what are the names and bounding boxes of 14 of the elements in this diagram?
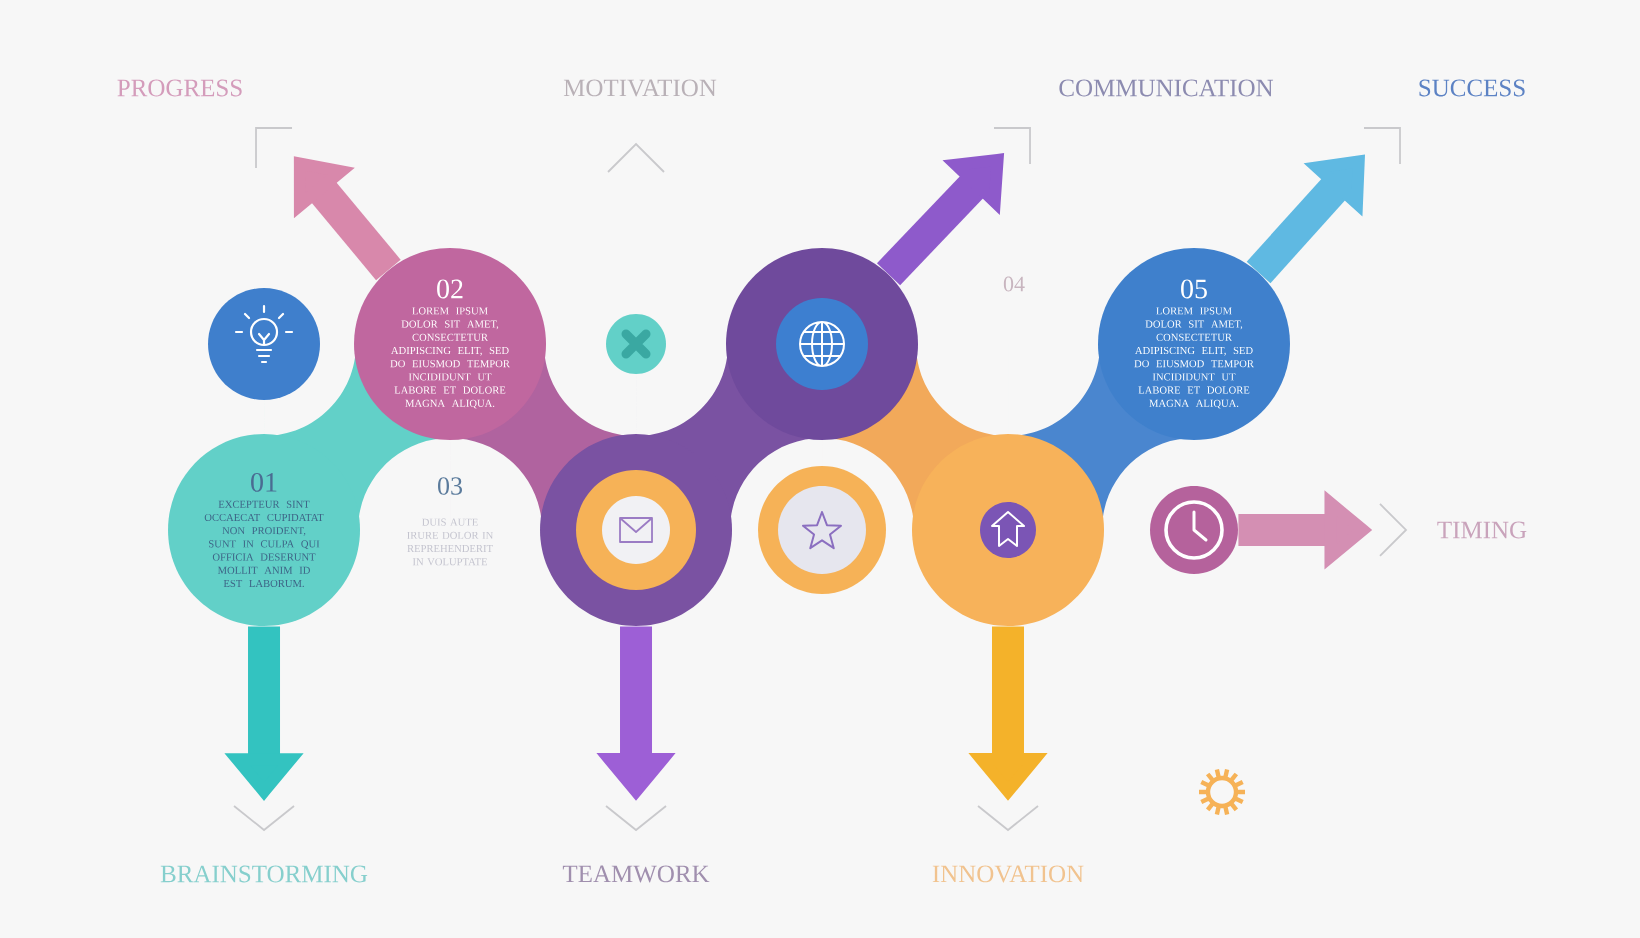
icon-circle: [208, 288, 320, 400]
heading: BRAINSTORMING: [160, 865, 368, 883]
icon-circle: [606, 314, 666, 374]
icon-circle: [1150, 486, 1238, 574]
heading: TEAMWORK: [562, 865, 710, 883]
step-number: 03: [438, 477, 462, 495]
heading: COMMUNICATION: [1059, 79, 1274, 97]
heading: SUCCESS: [1419, 79, 1525, 97]
heading: MOTIVATION: [563, 79, 717, 97]
chain-circle: [912, 434, 1104, 626]
heading: TIMING: [1437, 521, 1527, 539]
heading: INNOVATION: [932, 865, 1084, 883]
step-number: 04: [1003, 276, 1025, 292]
heading: PROGRESS: [117, 79, 242, 97]
